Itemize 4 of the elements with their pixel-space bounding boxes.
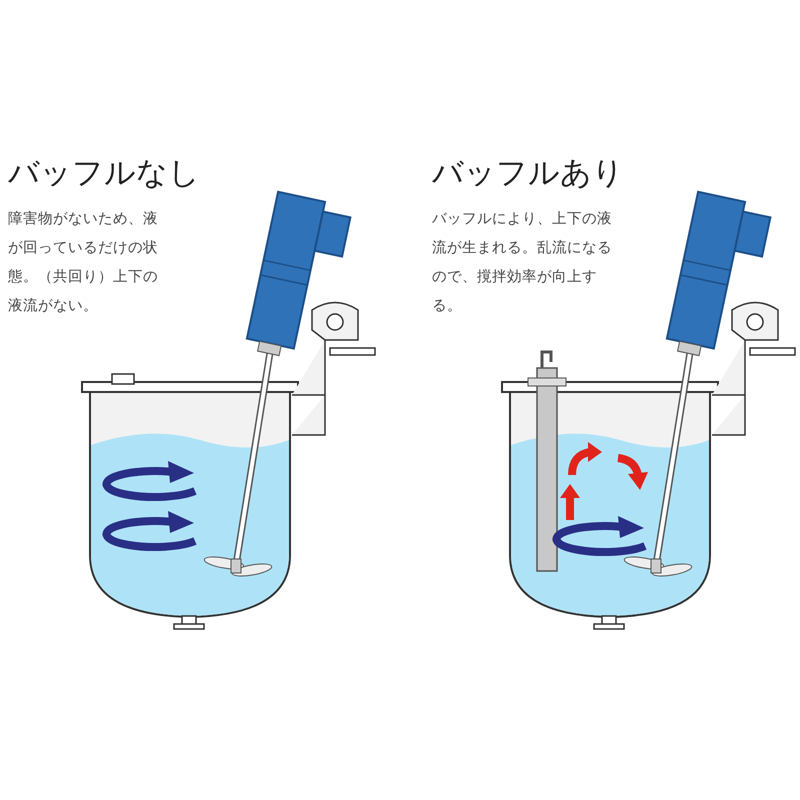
heading: バッフルなし <box>8 154 200 193</box>
heading: バッフルあり <box>432 154 624 193</box>
description-text: 障害物がないため、液が回っているだけの状態。（共回り）上下の液流がない。 <box>8 210 158 316</box>
description-text: バッフルにより、上下の液流が生まれる。乱流になるので、撹拌効率が向上する。 <box>432 210 613 316</box>
